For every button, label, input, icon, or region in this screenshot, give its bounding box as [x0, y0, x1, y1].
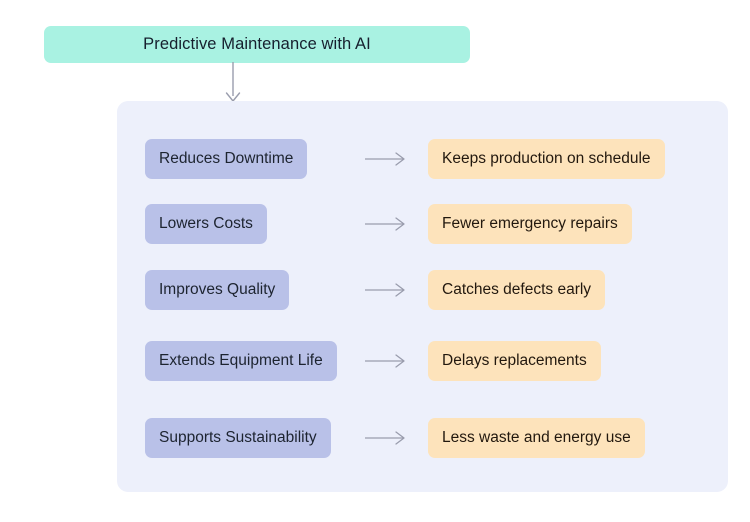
effect-box-3[interactable]: Catches defects early [428, 270, 606, 310]
effect-box-4[interactable]: Delays replacements [428, 341, 601, 381]
cause-label: Improves Quality [159, 281, 276, 299]
effect-label: Keeps production on schedule [442, 150, 651, 168]
cause-label: Lowers Costs [159, 215, 253, 233]
right-arrow-icon [365, 214, 411, 234]
cause-label: Supports Sustainability [159, 429, 317, 447]
diagram-title-box: Predictive Maintenance with AI [44, 26, 470, 63]
effect-label: Less waste and energy use [442, 429, 631, 447]
right-arrow-icon [365, 280, 411, 300]
table-row: Improves Quality Catches defects early [117, 270, 728, 310]
table-row: Reduces Downtime Keeps production on sch… [117, 139, 728, 179]
cause-box-1[interactable]: Reduces Downtime [145, 139, 308, 179]
effect-box-5[interactable]: Less waste and energy use [428, 418, 645, 458]
effect-label: Fewer emergency repairs [442, 215, 618, 233]
down-arrow-icon [213, 62, 253, 104]
cause-box-5[interactable]: Supports Sustainability [145, 418, 331, 458]
table-row: Extends Equipment Life Delays replacemen… [117, 341, 728, 381]
effect-box-2[interactable]: Fewer emergency repairs [428, 204, 632, 244]
effect-label: Delays replacements [442, 352, 587, 370]
table-row: Supports Sustainability Less waste and e… [117, 418, 728, 458]
right-arrow-icon [365, 351, 411, 371]
right-arrow-icon [365, 428, 411, 448]
cause-label: Extends Equipment Life [159, 352, 323, 370]
right-arrow-icon [365, 149, 411, 169]
effect-label: Catches defects early [442, 281, 592, 299]
page-title: Predictive Maintenance with AI [143, 35, 371, 54]
effect-box-1[interactable]: Keeps production on schedule [428, 139, 665, 179]
benefits-panel: Reduces Downtime Keeps production on sch… [117, 101, 728, 492]
cause-label: Reduces Downtime [159, 150, 294, 168]
cause-box-3[interactable]: Improves Quality [145, 270, 290, 310]
table-row: Lowers Costs Fewer emergency repairs [117, 204, 728, 244]
cause-box-2[interactable]: Lowers Costs [145, 204, 267, 244]
cause-box-4[interactable]: Extends Equipment Life [145, 341, 337, 381]
benefit-rows: Reduces Downtime Keeps production on sch… [117, 101, 728, 492]
